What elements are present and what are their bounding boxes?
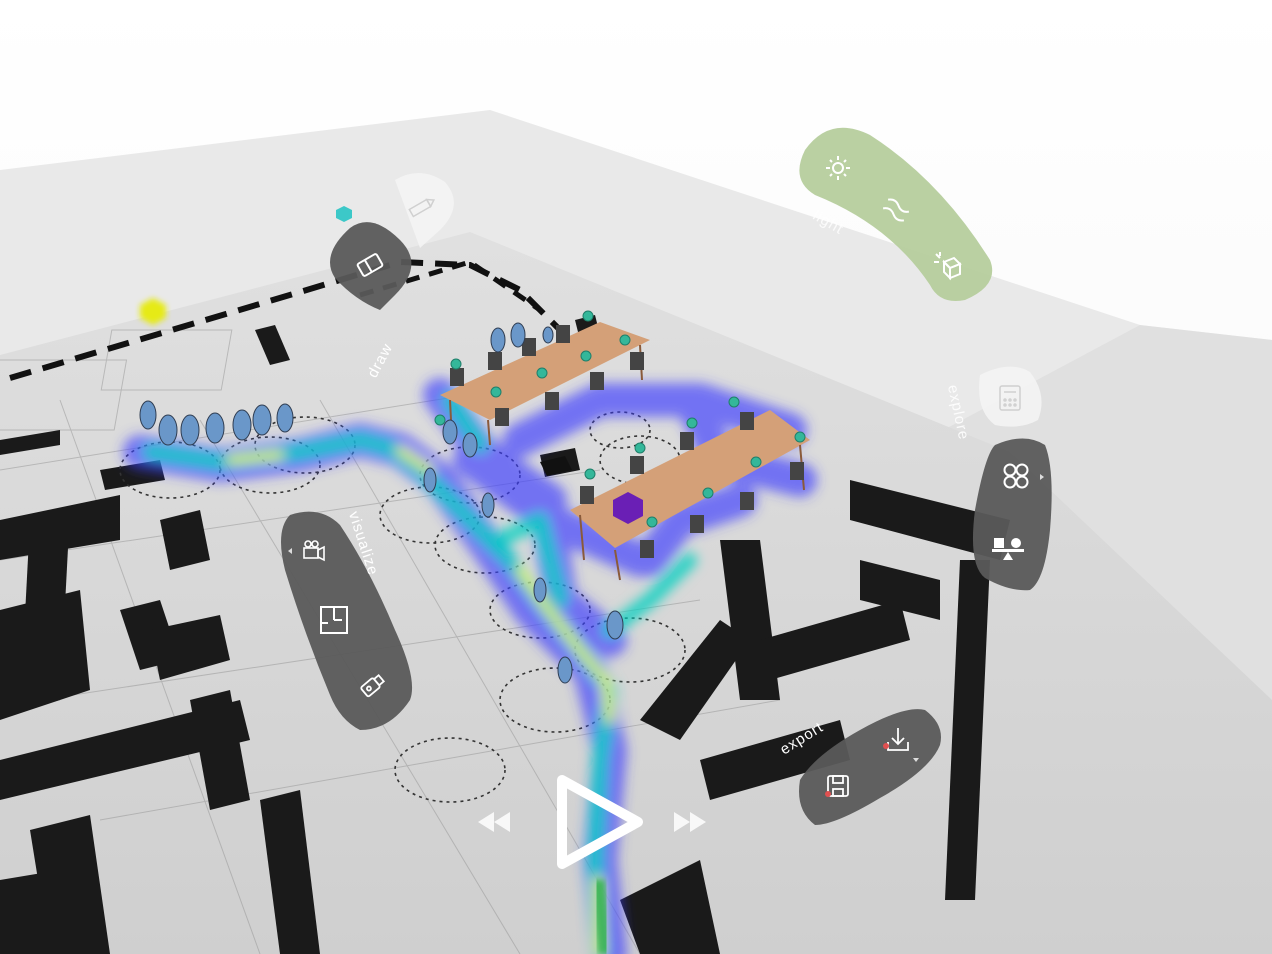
playback-controls[interactable] [478, 775, 706, 869]
fast-forward-icon[interactable] [674, 812, 706, 832]
calculator-icon[interactable] [999, 385, 1021, 411]
visualize-submenu-arrow-icon[interactable] [288, 548, 292, 554]
floor-plan [0, 232, 1272, 954]
download-icon[interactable] [883, 728, 909, 751]
pencil-icon[interactable] [408, 197, 436, 218]
goal-marker[interactable] [613, 492, 643, 524]
heatmap-overlay [123, 378, 817, 954]
teal-marker[interactable] [336, 206, 352, 222]
save-icon[interactable] [825, 775, 849, 797]
eraser-icon[interactable] [356, 253, 384, 277]
yellow-marker[interactable] [140, 298, 166, 325]
usb-drive-icon[interactable] [360, 673, 386, 698]
floor-plan-icon[interactable] [320, 606, 348, 634]
video-camera-icon[interactable] [303, 540, 325, 562]
agent-markers [434, 310, 806, 528]
sun-icon[interactable] [826, 156, 850, 180]
rewind-icon[interactable] [478, 812, 510, 832]
lighting-menu[interactable] [799, 127, 993, 302]
draw-menu[interactable] [330, 172, 454, 310]
grid-circles-icon[interactable] [1003, 463, 1029, 489]
explore-submenu-arrow-icon[interactable] [1040, 474, 1044, 480]
export-menu[interactable] [799, 709, 941, 825]
play-icon[interactable] [557, 775, 643, 869]
airflow-icon[interactable] [882, 198, 910, 223]
visualize-menu[interactable] [281, 511, 413, 730]
agent-figures [139, 322, 624, 684]
export-submenu-arrow-icon[interactable] [913, 758, 919, 762]
explore-menu[interactable] [972, 366, 1052, 591]
sparkle-cube-icon[interactable] [934, 252, 962, 281]
seesaw-icon[interactable] [992, 538, 1024, 560]
